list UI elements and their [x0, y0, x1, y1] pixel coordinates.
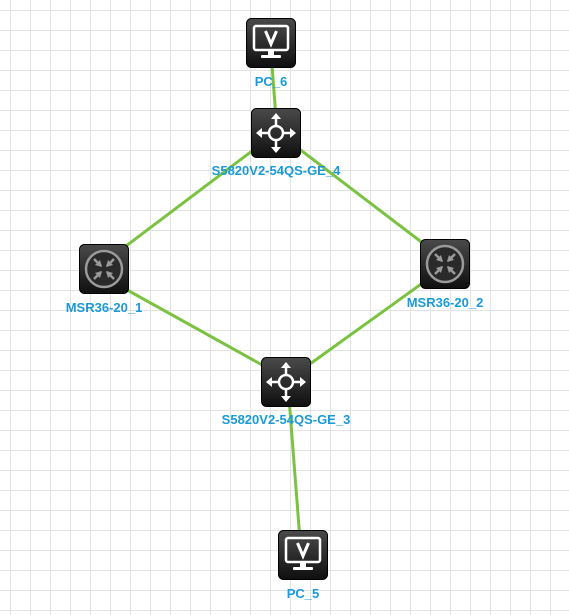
device-r2[interactable] — [420, 239, 470, 289]
link-sw4-r2[interactable] — [297, 146, 425, 246]
device-pc6[interactable] — [246, 18, 296, 68]
device-label: MSR36-20_2 — [406, 295, 484, 310]
device-sw3[interactable] — [261, 357, 311, 407]
device-r1[interactable] — [79, 244, 129, 294]
monitor-icon — [278, 530, 328, 580]
device-label: S5820V2-54QS-GE_3 — [221, 412, 351, 427]
monitor-icon — [246, 18, 296, 68]
switch-arrows-icon — [261, 357, 311, 407]
device-label: S5820V2-54QS-GE_4 — [211, 163, 341, 178]
device-label: MSR36-20_1 — [65, 300, 143, 315]
switch-arrows-icon — [251, 108, 301, 158]
link-sw3-pc5[interactable] — [287, 397, 302, 541]
link-sw4-r1[interactable] — [125, 146, 257, 248]
device-sw4[interactable] — [251, 108, 301, 158]
link-r1-sw3[interactable] — [119, 284, 265, 368]
device-label: PC_5 — [286, 586, 320, 601]
router-icon — [79, 244, 129, 294]
device-pc5[interactable] — [278, 530, 328, 580]
link-r2-sw3[interactable] — [309, 280, 425, 366]
device-label: PC_6 — [254, 74, 288, 89]
router-icon — [420, 239, 470, 289]
